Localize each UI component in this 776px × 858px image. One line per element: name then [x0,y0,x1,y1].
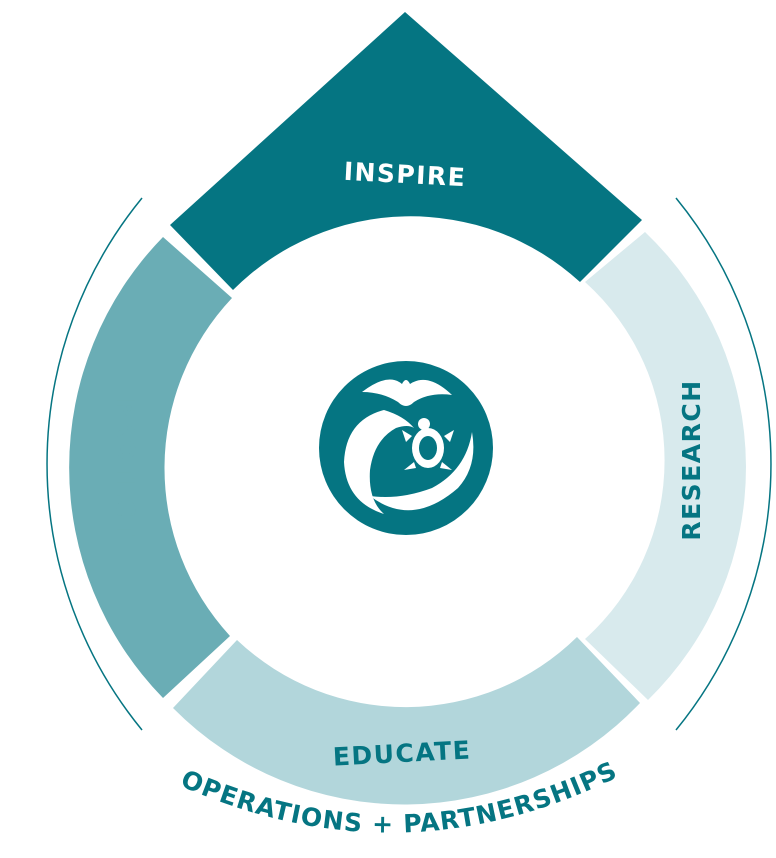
segment-inspire[interactable] [170,12,642,290]
segment-label-inspire: INSPIRE [343,157,467,192]
segment-label-protect: PROTECT [111,399,140,538]
segment-protect[interactable] [69,237,232,698]
segment-label-educate: EDUCATE [332,735,472,771]
left-outer-arc [46,197,143,731]
dolphin-turtle-logo-icon [319,361,493,535]
segment-label-research: RESEARCH [677,379,706,540]
segment-research[interactable] [585,232,746,700]
right-outer-arc [675,197,772,731]
segment-educate[interactable] [173,637,640,805]
